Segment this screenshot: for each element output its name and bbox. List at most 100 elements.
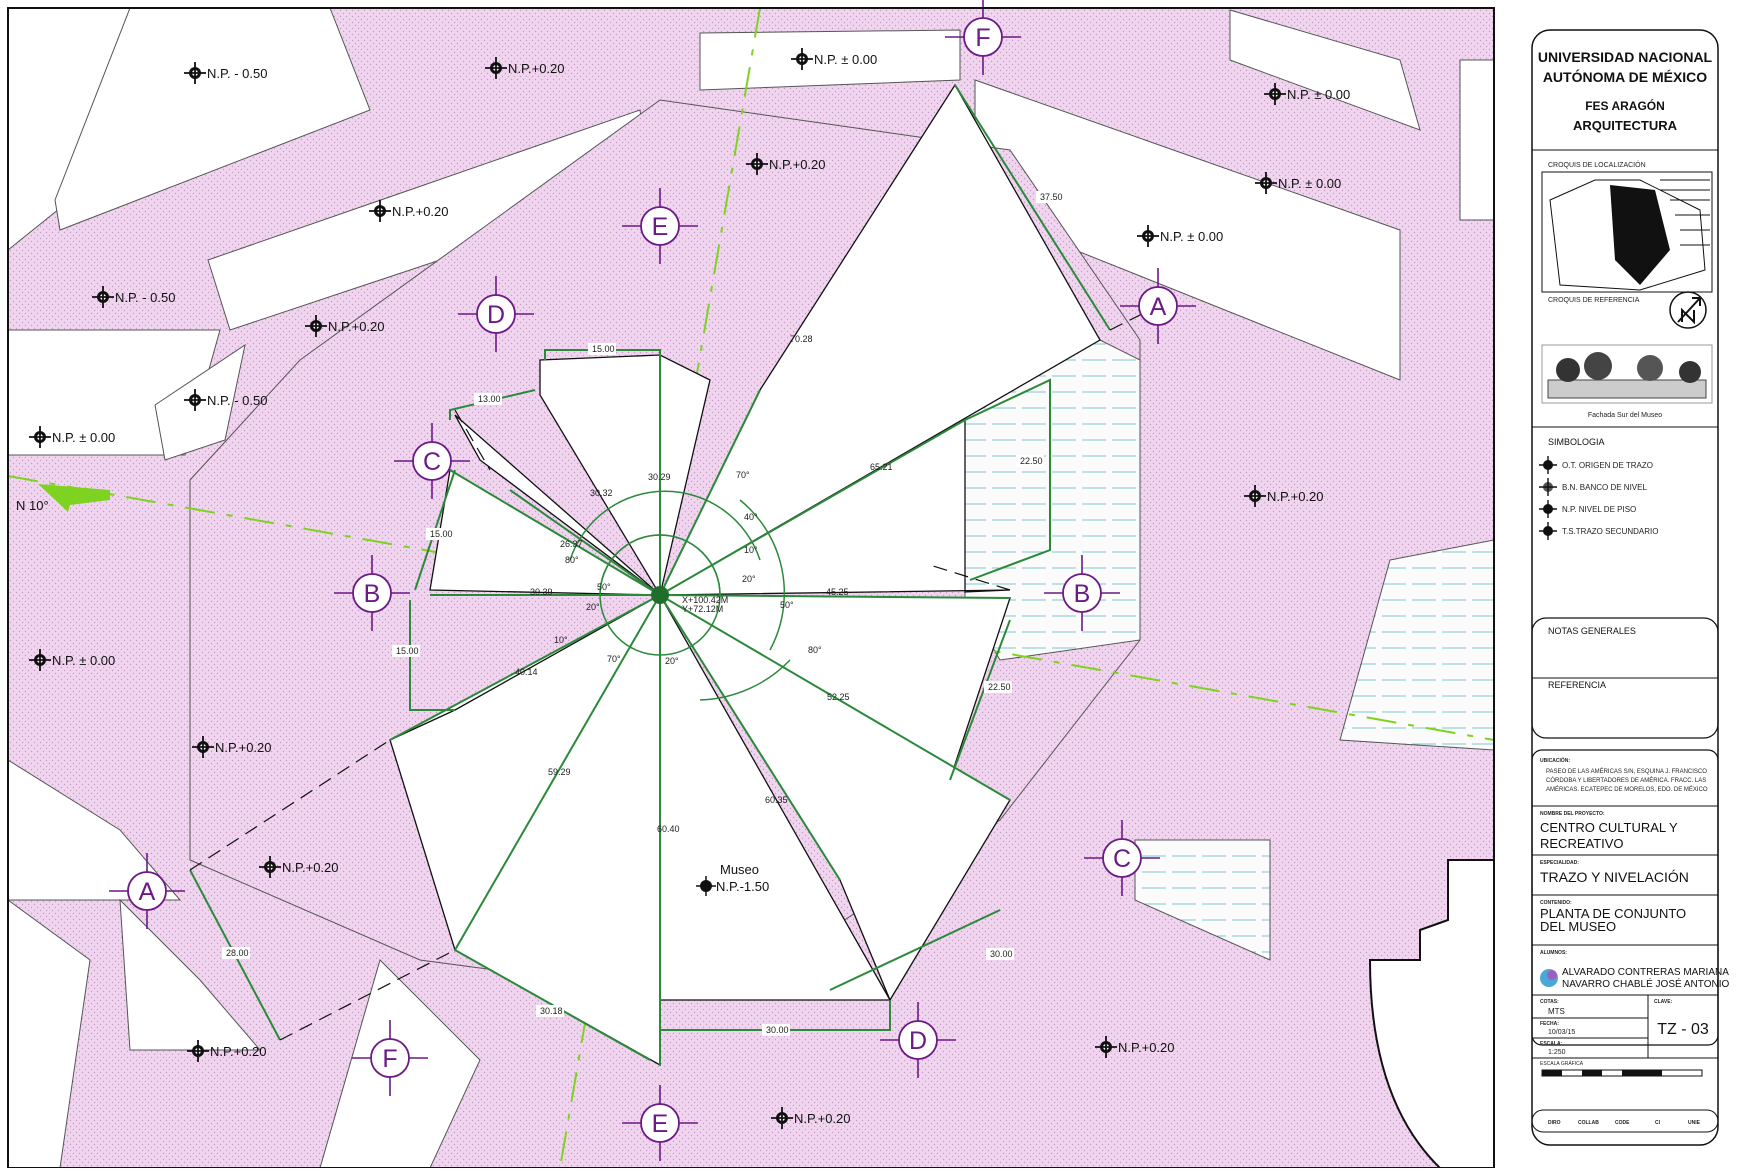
axis-letter: A bbox=[139, 878, 156, 906]
axis-letter: B bbox=[364, 580, 381, 608]
trace-rays bbox=[389, 355, 1011, 1065]
ray-length: 70.28 bbox=[790, 334, 813, 344]
symbol-label: B.N. BANCO DE NIVEL bbox=[1562, 483, 1647, 492]
axis-marker: A bbox=[1120, 268, 1196, 344]
footer-code: COLLAB bbox=[1578, 1120, 1599, 1126]
trace-ray bbox=[659, 594, 1011, 599]
footer-code: CODE bbox=[1615, 1120, 1630, 1126]
level-marker bbox=[92, 286, 114, 308]
notas-generales: NOTAS GENERALES bbox=[1548, 626, 1636, 636]
level-marker bbox=[1264, 83, 1286, 105]
level-marker bbox=[746, 153, 768, 175]
title-block: UNIVERSIDAD NACIONAL AUTÓNOMA DE MÉXICO … bbox=[1531, 29, 1729, 1146]
faculty-line1: FES ARAGÓN bbox=[1585, 98, 1665, 113]
north-arrow-icon bbox=[38, 484, 110, 512]
north-label: N 10° bbox=[16, 498, 49, 513]
axis-letter: E bbox=[652, 213, 669, 241]
axis-marker: E bbox=[622, 1085, 698, 1161]
fecha-value: 10/03/15 bbox=[1548, 1029, 1575, 1036]
proyecto-line1: CENTRO CULTURAL Y bbox=[1540, 820, 1678, 835]
curved-structure bbox=[1368, 859, 1494, 1168]
axis-letter: D bbox=[909, 1027, 927, 1055]
contenido-line2: DEL MUSEO bbox=[1540, 919, 1616, 934]
axis-marker: C bbox=[394, 423, 470, 499]
contenido-line1: PLANTA DE CONJUNTO bbox=[1540, 906, 1686, 921]
symbol-icon bbox=[1539, 500, 1557, 518]
level-marker bbox=[259, 856, 281, 878]
footer-code: CI bbox=[1655, 1120, 1661, 1126]
angle-label: 50° bbox=[780, 600, 794, 610]
symbol-icon bbox=[1539, 478, 1557, 496]
level-marker bbox=[192, 736, 214, 758]
trace-ray bbox=[454, 594, 661, 951]
axis-marker: D bbox=[880, 1002, 956, 1078]
museum-star bbox=[389, 83, 1101, 1067]
simbologia-title: SIMBOLOGIA bbox=[1548, 437, 1605, 447]
level-marker bbox=[1137, 225, 1159, 247]
level-label: N.P. - 0.50 bbox=[207, 393, 267, 408]
university-line2: AUTÓNOMA DE MÉXICO bbox=[1543, 68, 1707, 85]
ray-length: 30.39 bbox=[530, 587, 553, 597]
angle-label: 20° bbox=[742, 574, 756, 584]
ray-length: 59.29 bbox=[548, 767, 571, 777]
croquis-referencia-label: CROQUIS DE REFERENCIA bbox=[1548, 297, 1640, 304]
level-label: N.P. ± 0.00 bbox=[814, 52, 877, 67]
angle-label: 40° bbox=[744, 512, 758, 522]
trace-ray bbox=[509, 489, 661, 596]
clave-label: CLAVE: bbox=[1654, 999, 1673, 1005]
axis-marker: A bbox=[109, 853, 185, 929]
axis-letter: D bbox=[487, 301, 505, 329]
level-label: N.P. - 0.50 bbox=[207, 66, 267, 81]
footer-code: UNIE bbox=[1688, 1120, 1701, 1126]
edge-dimension: 30.00 bbox=[766, 1025, 789, 1035]
axis-marker: F bbox=[352, 1020, 428, 1096]
level-marker bbox=[791, 48, 813, 70]
contenido-label: CONTENIDO: bbox=[1540, 900, 1572, 906]
axis-marker: B bbox=[1044, 555, 1120, 631]
level-label: N.P.+0.20 bbox=[392, 204, 449, 219]
water-feature-edge bbox=[1339, 539, 1494, 751]
escala-label: ESCALA: bbox=[1540, 1041, 1563, 1047]
axis-letter: E bbox=[652, 1110, 669, 1138]
level-marker bbox=[184, 62, 206, 84]
origin-x: X+100.42M bbox=[682, 595, 728, 605]
level-label: N.P. - 0.50 bbox=[115, 290, 175, 305]
edge-dimension: 22.50 bbox=[988, 682, 1011, 692]
escala-grafica-label: ESCALA GRÁFICA bbox=[1540, 1060, 1584, 1067]
origin-point bbox=[651, 586, 669, 604]
angle-label: 20° bbox=[586, 602, 600, 612]
level-label: N.P. ± 0.00 bbox=[1278, 176, 1341, 191]
ray-length: 30.29 bbox=[648, 472, 671, 482]
angle-label: 70° bbox=[736, 470, 750, 480]
ray-length: 30.32 bbox=[590, 488, 613, 498]
proyecto-line2: RECREATIVO bbox=[1540, 836, 1624, 851]
level-marker bbox=[29, 426, 51, 448]
angle-label: 10° bbox=[744, 545, 758, 555]
level-label: N.P.+0.20 bbox=[1267, 489, 1324, 504]
museum-level-marker bbox=[696, 876, 716, 896]
edge-dimension: 37.50 bbox=[1040, 192, 1063, 202]
museum-level: N.P.-1.50 bbox=[716, 879, 769, 894]
ubicacion-label: UBICACIÓN: bbox=[1540, 756, 1570, 764]
edge-dimension: 15.00 bbox=[396, 646, 419, 656]
clave-value: TZ - 03 bbox=[1657, 1021, 1709, 1038]
ray-length: 45.25 bbox=[826, 587, 849, 597]
graphic-scale-bar bbox=[1541, 1069, 1703, 1077]
angle-label: 80° bbox=[565, 555, 579, 565]
escala-value: 1:250 bbox=[1548, 1049, 1566, 1056]
level-label: N.P. ± 0.00 bbox=[1160, 229, 1223, 244]
axis-marker: F bbox=[945, 0, 1021, 75]
edge-dimension: 15.00 bbox=[430, 529, 453, 539]
referencia-label: REFERENCIA bbox=[1548, 680, 1606, 690]
ubicacion-line2: CÓRDOBA Y LIBERTADORES DE AMÉRICA. FRACC… bbox=[1546, 777, 1706, 784]
level-label: N.P.+0.20 bbox=[1118, 1040, 1175, 1055]
axis-letter: A bbox=[1150, 293, 1167, 321]
edge-dimension: 22.50 bbox=[1020, 456, 1043, 466]
ubicacion-line1: PASEO DE LAS AMÉRICAS S/N, ESQUINA J. FR… bbox=[1546, 768, 1707, 775]
alumnos-label: ALUMNOS: bbox=[1540, 950, 1567, 956]
symbol-icon bbox=[1539, 456, 1557, 474]
level-marker bbox=[369, 200, 391, 222]
